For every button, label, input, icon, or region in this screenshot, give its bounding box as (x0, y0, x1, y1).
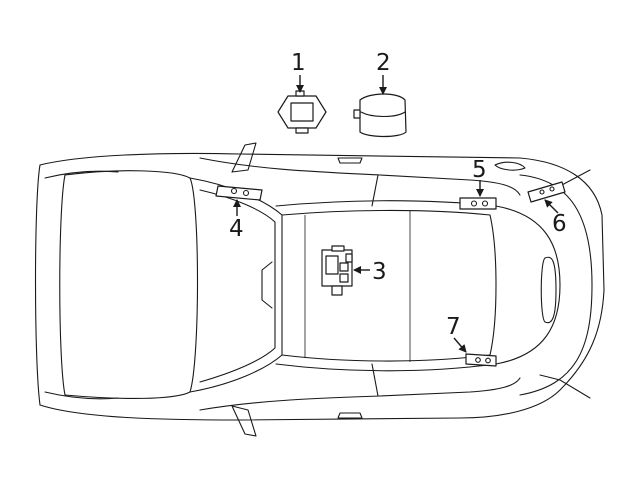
part-7-sensor (465, 353, 497, 367)
callout-3: 3 (372, 259, 387, 285)
callout-7: 7 (446, 314, 461, 340)
callout-2: 2 (376, 50, 391, 76)
callout-1: 1 (291, 50, 306, 76)
callout-4: 4 (229, 216, 244, 242)
callout-6-leader (544, 199, 559, 214)
car-outline (34, 142, 605, 437)
part-3-control-module (321, 245, 353, 296)
part-6-sensor (527, 181, 566, 203)
callout-7-leader (453, 337, 467, 353)
part-5-sensor (459, 197, 497, 210)
callout-6: 6 (552, 211, 567, 237)
part-1-sensor (277, 90, 327, 134)
part-2-module (353, 93, 407, 138)
part-4-sensor (215, 185, 263, 201)
callout-5: 5 (472, 157, 487, 183)
